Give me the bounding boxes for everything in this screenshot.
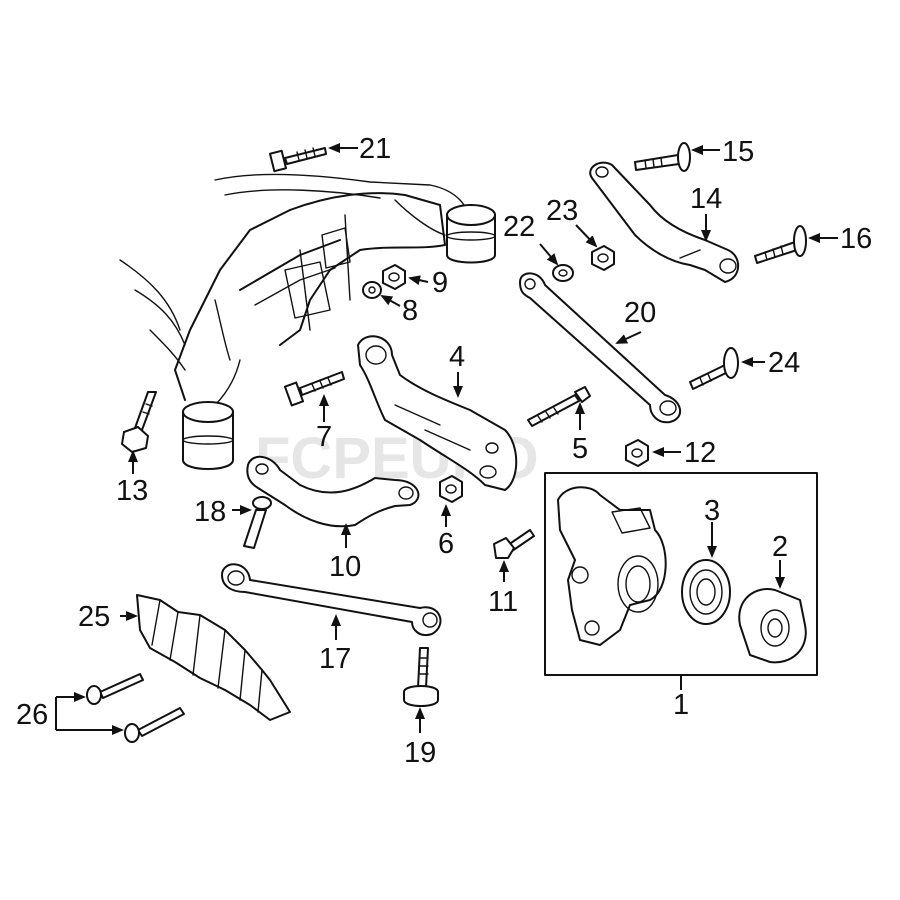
callout-2: 2: [772, 531, 788, 563]
knuckle-assembly-box: [544, 472, 818, 676]
wheel-hub-2[interactable]: [738, 588, 807, 664]
bolt-26-upper[interactable]: [86, 673, 144, 705]
callout-24: 24: [768, 347, 800, 379]
callout-6: 6: [438, 528, 454, 560]
nut-6[interactable]: [439, 475, 463, 503]
callout-12: 12: [684, 437, 716, 469]
rear-subframe: [119, 173, 496, 470]
washer-22[interactable]: [552, 264, 574, 282]
knuckle[interactable]: [557, 486, 667, 646]
callout-21: 21: [359, 133, 391, 165]
callout-5: 5: [572, 433, 588, 465]
callout-7: 7: [316, 421, 332, 453]
bolt-21[interactable]: [269, 147, 327, 173]
callout-16: 16: [840, 223, 872, 255]
heat-shield-25[interactable]: [136, 594, 291, 721]
bolt-26-lower[interactable]: [124, 707, 185, 743]
callout-19: 19: [404, 737, 436, 769]
callout-10: 10: [329, 551, 361, 583]
bolt-19[interactable]: [403, 647, 439, 707]
callout-22: 22: [503, 211, 535, 243]
bolt-5[interactable]: [527, 386, 591, 427]
upper-control-arm-14[interactable]: [589, 161, 740, 283]
washer-8[interactable]: [362, 281, 382, 299]
leader-23: [575, 224, 598, 248]
callout-1: 1: [673, 689, 689, 721]
bolt-24[interactable]: [689, 347, 739, 390]
callout-20: 20: [624, 297, 656, 329]
leader-20: [615, 331, 642, 344]
callout-17: 17: [319, 643, 351, 675]
bolt-18[interactable]: [243, 496, 272, 549]
leader-8: [380, 295, 401, 307]
callout-14: 14: [690, 183, 722, 215]
toe-link-20[interactable]: [519, 272, 681, 424]
assembly-1-frame: [544, 472, 818, 676]
callout-15: 15: [722, 136, 754, 168]
callout-8: 8: [402, 295, 418, 327]
bolt-7[interactable]: [283, 371, 345, 407]
nut-9[interactable]: [382, 264, 406, 290]
bolt-11[interactable]: [493, 529, 535, 559]
lower-control-arm-4[interactable]: [357, 335, 518, 491]
leader-9: [408, 275, 429, 286]
callout-9: 9: [432, 267, 448, 299]
camber-arm-10[interactable]: [246, 455, 420, 528]
callout-18: 18: [194, 496, 226, 528]
callout-23: 23: [546, 195, 578, 227]
nut-12[interactable]: [625, 439, 649, 467]
callout-4: 4: [449, 341, 465, 373]
wheel-bearing-3[interactable]: [681, 559, 731, 625]
nut-23[interactable]: [591, 245, 615, 271]
callout-26: 26: [16, 699, 48, 731]
bolt-13[interactable]: [121, 391, 157, 453]
lateral-link-17[interactable]: [221, 563, 442, 636]
leader-22: [539, 243, 559, 266]
bolt-16[interactable]: [754, 225, 807, 264]
callout-13: 13: [116, 475, 148, 507]
callout-11: 11: [488, 586, 518, 618]
callout-25: 25: [78, 601, 110, 633]
callout-3: 3: [704, 495, 720, 527]
bolt-15[interactable]: [634, 142, 691, 172]
